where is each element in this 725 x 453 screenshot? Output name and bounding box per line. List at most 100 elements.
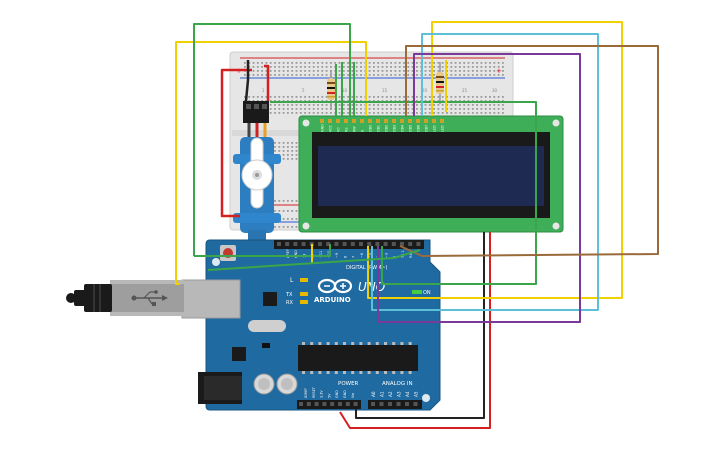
lcd-pin-label: LED: [441, 125, 445, 132]
wire-brown[interactable]: [399, 45, 659, 257]
lcd-pin[interactable]: [432, 119, 436, 123]
lcd-pin-label: E: [361, 130, 365, 132]
power-label: POWER: [338, 381, 359, 387]
digital-pin[interactable]: [293, 242, 298, 246]
lcd-pin[interactable]: [408, 119, 412, 123]
lcd-pin[interactable]: [368, 119, 372, 123]
digital-header[interactable]: [274, 240, 424, 249]
wire-red-5v[interactable]: [339, 232, 491, 429]
lcd-pin[interactable]: [376, 119, 380, 123]
wire-green-right[interactable]: [270, 101, 537, 285]
digital-pin[interactable]: [285, 242, 290, 246]
power-header[interactable]: [297, 400, 361, 409]
lcd-pin[interactable]: [328, 119, 332, 123]
analog-header[interactable]: [368, 400, 422, 409]
led-rx-label: RX: [286, 300, 293, 306]
power-pin[interactable]: [338, 402, 342, 406]
servo-motor[interactable]: [233, 101, 281, 246]
wire-yellow-left[interactable]: [175, 41, 367, 285]
wire-purple[interactable]: [377, 53, 581, 323]
digital-pin[interactable]: [416, 242, 421, 246]
power-pin[interactable]: [322, 402, 327, 406]
lcd-pin[interactable]: [320, 119, 324, 123]
digital-pin-label: ~11: [319, 251, 323, 258]
digital-pin[interactable]: [318, 242, 322, 246]
digital-pin[interactable]: [277, 242, 281, 246]
wire-black-gnd[interactable]: [355, 232, 485, 419]
led-tx-label: TX: [285, 292, 293, 298]
power-pin[interactable]: [345, 402, 350, 406]
power-pin[interactable]: [306, 402, 311, 406]
analog-pin[interactable]: [388, 402, 392, 406]
digital-pin[interactable]: [359, 242, 363, 246]
analog-pin[interactable]: [413, 402, 418, 406]
arduino-infinity-logo-icon: [317, 278, 353, 294]
power-pin[interactable]: [330, 402, 335, 406]
lcd-pin-label: LED: [433, 125, 437, 132]
lcd-pin[interactable]: [400, 119, 404, 123]
resistor-1[interactable]: [327, 70, 335, 110]
wire-black-breadboard[interactable]: [244, 60, 250, 102]
analog-pin[interactable]: [379, 402, 384, 406]
power-pin[interactable]: [299, 402, 303, 406]
reset-button-icon[interactable]: [220, 245, 236, 261]
lcd-pin-label: DB5: [409, 125, 413, 132]
analog-pin[interactable]: [371, 402, 375, 406]
usb-cable[interactable]: [66, 280, 184, 316]
bb-num-10: 10: [342, 88, 348, 93]
lcd-pin[interactable]: [440, 119, 444, 123]
digital-pin[interactable]: [350, 242, 355, 246]
digital-pin[interactable]: [375, 242, 380, 246]
analog-pin[interactable]: [396, 402, 401, 406]
lcd-pin[interactable]: [352, 119, 356, 123]
wire-green-diagonal-2[interactable]: [393, 249, 421, 259]
wire-green-left[interactable]: [193, 23, 351, 256]
analog-pin-label: A5: [414, 391, 419, 397]
wire-green-left-bottom[interactable]: [194, 244, 331, 257]
digital-pin[interactable]: [326, 242, 331, 246]
wires[interactable]: [175, 21, 659, 429]
wire-red-breadboard[interactable]: [264, 64, 270, 101]
lcd-pin[interactable]: [424, 119, 428, 123]
lcd-pin-label: V0: [337, 128, 341, 132]
resistor-2[interactable]: [436, 62, 444, 104]
bb-num-30: 30: [492, 88, 498, 93]
power-pin-label: Vin: [351, 393, 355, 398]
wire-cyan[interactable]: [371, 33, 599, 311]
wire-red-servo[interactable]: [220, 68, 252, 218]
power-pin[interactable]: [353, 402, 358, 406]
usb-port[interactable]: [181, 279, 241, 319]
wire-yellow-right[interactable]: [367, 21, 623, 299]
digital-pin[interactable]: [367, 242, 372, 246]
digital-pin[interactable]: [400, 242, 404, 246]
lcd-pin[interactable]: [392, 119, 396, 123]
digital-pin[interactable]: [391, 242, 396, 246]
digital-pin[interactable]: [301, 242, 306, 246]
digital-pin[interactable]: [342, 242, 347, 246]
digital-pin-label: 7: [352, 256, 356, 258]
lcd-pin[interactable]: [416, 119, 420, 123]
lcd-pin[interactable]: [360, 119, 364, 123]
lcd-pin[interactable]: [384, 119, 388, 123]
on-label: ON: [423, 290, 431, 296]
digital-pin[interactable]: [408, 242, 413, 246]
power-pin[interactable]: [314, 402, 319, 406]
digital-pin[interactable]: [383, 242, 388, 246]
lcd-pin[interactable]: [344, 119, 348, 123]
digital-label: DIGITAL (PWM~): [346, 265, 388, 271]
wire-green-diagonal[interactable]: [207, 257, 395, 271]
lcd-pin[interactable]: [336, 119, 340, 123]
digital-pin[interactable]: [334, 242, 339, 246]
lcd-screen: [318, 146, 544, 206]
bb-plus-label-right: +: [496, 67, 502, 75]
power-pin-label: GND: [335, 390, 339, 398]
digital-pin-label: RX 0: [409, 250, 413, 258]
servo-horn-icon[interactable]: [241, 137, 273, 209]
analog-pin[interactable]: [405, 402, 409, 406]
arduino-uno-board[interactable]: L TX RX ON UNO ARDUINO DIGITAL (PWM~) PO…: [181, 239, 441, 411]
